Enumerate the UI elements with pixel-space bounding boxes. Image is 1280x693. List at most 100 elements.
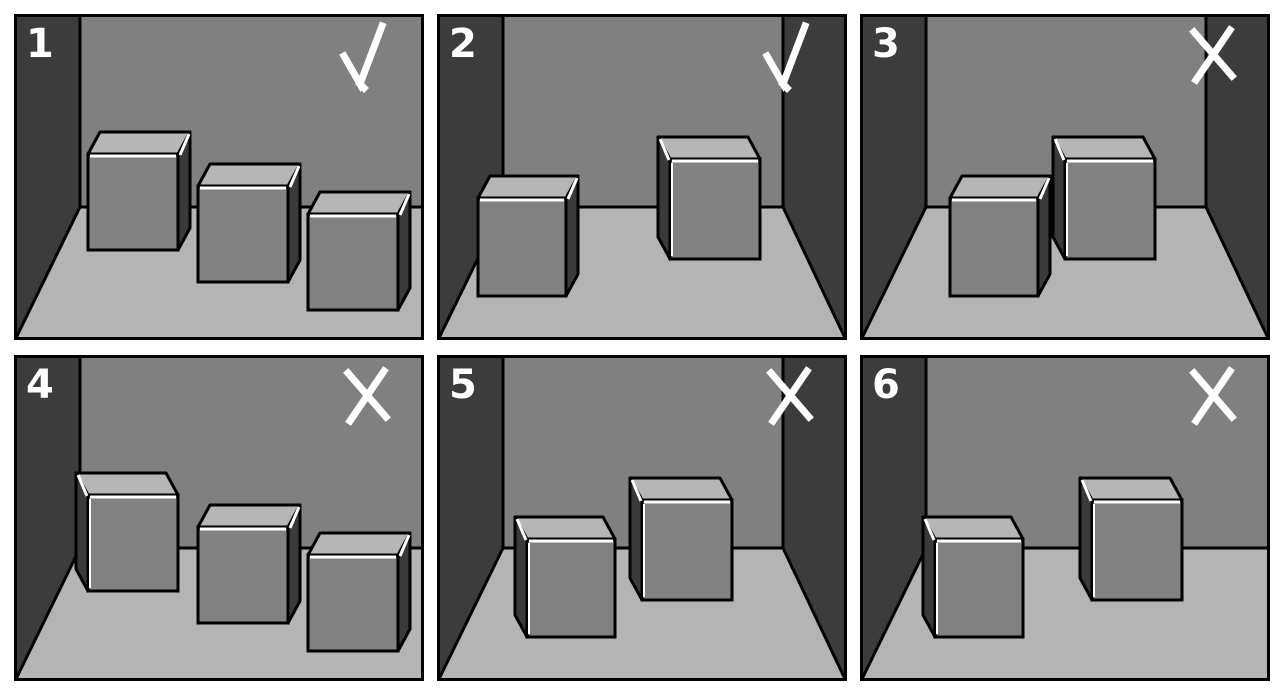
box-edge-highlight bbox=[76, 474, 89, 497]
box bbox=[1078, 476, 1184, 602]
panel-4: 4 bbox=[14, 355, 424, 681]
box-front-face bbox=[525, 537, 617, 639]
floor-edge bbox=[1204, 206, 1270, 339]
floor-edge bbox=[781, 547, 847, 680]
x-mark-icon bbox=[1189, 25, 1237, 85]
box bbox=[628, 476, 734, 602]
right-wall bbox=[783, 355, 847, 681]
room-scene bbox=[14, 14, 424, 340]
panel-5: 5 bbox=[437, 355, 847, 681]
box bbox=[196, 162, 302, 284]
left-wall bbox=[860, 14, 926, 340]
box-top-face bbox=[1051, 135, 1157, 161]
box-edge-highlight bbox=[398, 193, 411, 216]
box bbox=[476, 174, 580, 298]
panel-number: 2 bbox=[449, 21, 477, 67]
box-top-face bbox=[476, 174, 580, 200]
box-front-face bbox=[196, 184, 290, 284]
box bbox=[948, 174, 1052, 298]
floor-edge bbox=[860, 206, 928, 339]
box-front-face bbox=[1063, 157, 1157, 261]
box-front-face bbox=[948, 196, 1040, 298]
floor-edge bbox=[14, 547, 82, 680]
box bbox=[921, 515, 1025, 639]
box-top-face bbox=[196, 503, 302, 529]
box bbox=[513, 515, 617, 639]
box-front-face bbox=[196, 525, 290, 625]
box-top-face bbox=[306, 531, 412, 557]
box bbox=[196, 503, 302, 625]
check-mark-icon bbox=[762, 21, 810, 93]
panel-number: 6 bbox=[872, 362, 900, 408]
box-top-face bbox=[921, 515, 1025, 541]
room-scene bbox=[437, 14, 847, 340]
box-top-face bbox=[74, 471, 180, 497]
room-scene bbox=[437, 355, 847, 681]
box bbox=[1051, 135, 1157, 261]
box-top-face bbox=[628, 476, 734, 502]
box-front-face bbox=[306, 553, 400, 653]
panel-frame bbox=[860, 355, 1270, 681]
left-wall bbox=[14, 14, 80, 340]
box bbox=[86, 130, 192, 252]
right-wall bbox=[1206, 14, 1270, 340]
box-front-face bbox=[1090, 498, 1184, 602]
box-top-face bbox=[513, 515, 617, 541]
left-wall bbox=[437, 14, 503, 340]
panel-2: 2 bbox=[437, 14, 847, 340]
room-scene bbox=[860, 355, 1270, 681]
box-top-face bbox=[196, 162, 302, 188]
panel-frame bbox=[860, 14, 1270, 340]
panel-number: 4 bbox=[26, 362, 54, 408]
left-wall bbox=[860, 355, 926, 681]
x-mark-icon bbox=[1189, 366, 1237, 426]
box-top-face bbox=[948, 174, 1052, 200]
panel-1: 1 bbox=[14, 14, 424, 340]
box-top-face bbox=[306, 190, 412, 216]
box-edge-highlight bbox=[288, 165, 301, 188]
box bbox=[306, 190, 412, 312]
panel-number: 3 bbox=[872, 21, 900, 67]
box-edge-highlight bbox=[515, 518, 528, 541]
box bbox=[74, 471, 180, 593]
panel-6: 6 bbox=[860, 355, 1270, 681]
left-wall bbox=[437, 355, 503, 681]
box-front-face bbox=[640, 498, 734, 602]
box-front-face bbox=[86, 493, 180, 593]
right-wall bbox=[783, 14, 847, 340]
floor-edge bbox=[781, 206, 847, 339]
box-front-face bbox=[476, 196, 568, 298]
box-top-face bbox=[86, 130, 192, 156]
box-edge-highlight bbox=[566, 177, 579, 200]
floor-edge bbox=[437, 547, 505, 680]
room-scene bbox=[14, 355, 424, 681]
box-edge-highlight bbox=[398, 534, 411, 557]
box-edge-highlight bbox=[658, 138, 671, 161]
box-edge-highlight bbox=[923, 518, 936, 541]
panel-number: 1 bbox=[26, 21, 54, 67]
floor-edge bbox=[860, 547, 928, 680]
box bbox=[656, 135, 762, 261]
box-front-face bbox=[668, 157, 762, 261]
panel-frame bbox=[437, 14, 847, 340]
panel-number: 5 bbox=[449, 362, 477, 408]
box-front-face bbox=[86, 152, 180, 252]
panel-frame bbox=[14, 14, 424, 340]
box-edge-highlight bbox=[630, 479, 643, 502]
panel-frame bbox=[437, 355, 847, 681]
box-top-face bbox=[1078, 476, 1184, 502]
box bbox=[306, 531, 412, 653]
x-mark-icon bbox=[766, 366, 814, 426]
x-mark-icon bbox=[343, 366, 391, 426]
box-edge-highlight bbox=[1038, 177, 1051, 200]
box-edge-highlight bbox=[1080, 479, 1093, 502]
panel-3: 3 bbox=[860, 14, 1270, 340]
left-wall bbox=[14, 355, 80, 681]
box-edge-highlight bbox=[288, 506, 301, 529]
check-mark-icon bbox=[339, 21, 387, 93]
box-edge-highlight bbox=[1053, 138, 1066, 161]
box-edge-highlight bbox=[178, 133, 191, 156]
box-front-face bbox=[933, 537, 1025, 639]
box-top-face bbox=[656, 135, 762, 161]
